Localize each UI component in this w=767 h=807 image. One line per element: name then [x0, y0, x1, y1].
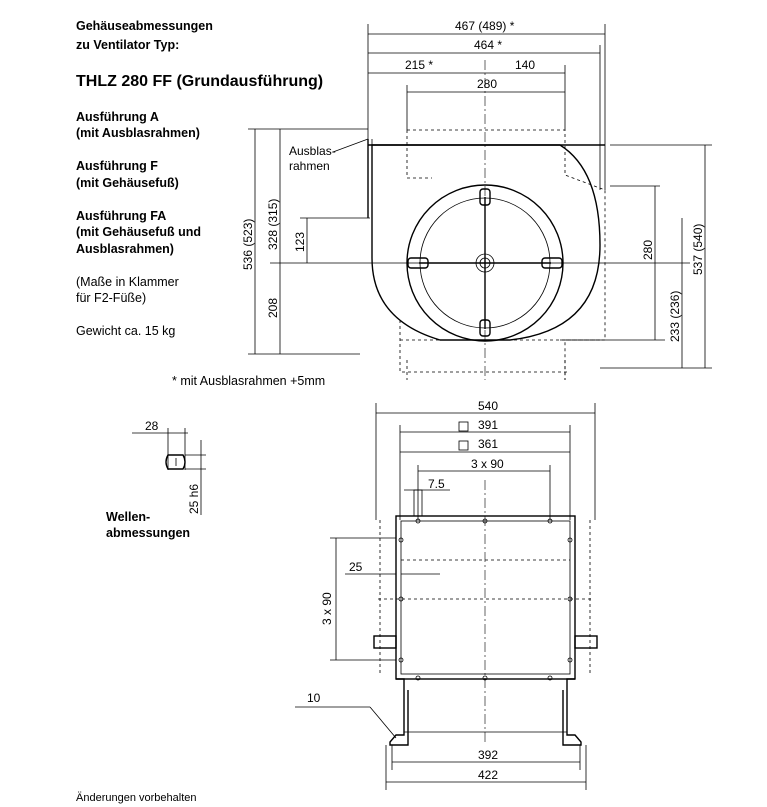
dim-25: 25: [349, 560, 363, 574]
variant-a-desc: (mit Ausblasrahmen): [76, 126, 200, 140]
shaft-label-1: Wellen-: [106, 510, 151, 524]
dim-215: 215 *: [405, 58, 433, 72]
dim-392: 392: [478, 748, 498, 762]
dim-280-top: 280: [477, 77, 497, 91]
dim-540: 540: [478, 399, 498, 413]
bracket-note-1: (Maße in Klammer: [76, 275, 179, 289]
dim-467: 467 (489) *: [455, 19, 515, 33]
dim-361: 361: [478, 437, 498, 451]
dim-28: 28: [145, 419, 159, 433]
outlet-label-2: rahmen: [289, 159, 330, 173]
dim-10: 10: [307, 691, 321, 705]
dim-123: 123: [293, 232, 307, 252]
variant-fa-desc-2: Ausblasrahmen): [76, 242, 174, 256]
dim-280-right: 280: [641, 240, 655, 260]
variant-fa-title: Ausführung FA: [76, 209, 167, 223]
variant-f-title: Ausführung F: [76, 159, 158, 173]
dim-328: 328 (315): [266, 199, 280, 250]
dim-7-5: 7.5: [428, 477, 445, 491]
weight-text: Gewicht ca. 15 kg: [76, 324, 176, 338]
dim-140: 140: [515, 58, 535, 72]
dim-3x90-top: 3 x 90: [471, 457, 504, 471]
variant-fa-desc: (mit Gehäusefuß und: [76, 225, 201, 239]
shaft-label-2: abmessungen: [106, 526, 191, 540]
dim-25h6: 25 h6: [187, 484, 201, 514]
dim-537: 537 (540): [691, 224, 705, 275]
dim-536: 536 (523): [241, 219, 255, 270]
dim-422: 422: [478, 768, 498, 782]
dim-464: 464 *: [474, 38, 502, 52]
header-line-1: Gehäuseabmessungen: [76, 19, 213, 33]
dim-208: 208: [266, 298, 280, 318]
footnote-text: * mit Ausblasrahmen +5mm: [172, 374, 326, 388]
variant-a-title: Ausführung A: [76, 110, 159, 124]
header-line-2: zu Ventilator Typ:: [76, 38, 180, 52]
front-view: [295, 403, 598, 790]
shaft-detail: [132, 428, 206, 515]
side-view: [248, 24, 712, 380]
dim-233: 233 (236): [668, 291, 682, 342]
dim-3x90-side: 3 x 90: [320, 592, 334, 625]
dim-391: 391: [478, 418, 498, 432]
outlet-label-1: Ausblas-: [289, 144, 336, 158]
bracket-note-2: für F2-Füße): [76, 291, 147, 305]
variant-f-desc: (mit Gehäusefuß): [76, 176, 179, 190]
model-title: THLZ 280 FF (Grundausführung): [76, 73, 324, 90]
